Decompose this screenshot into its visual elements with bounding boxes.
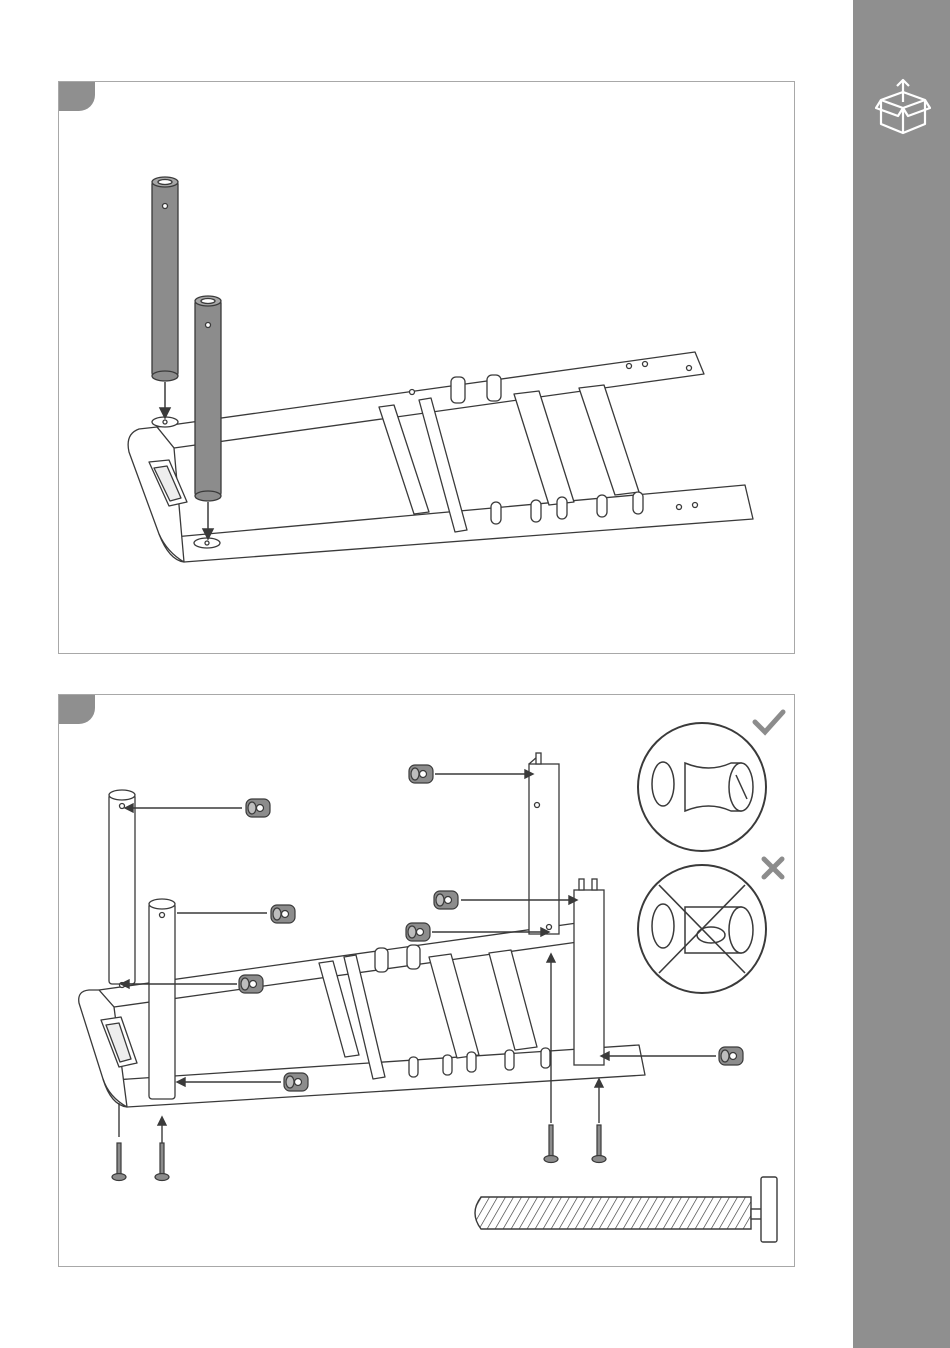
barrel-nut	[409, 765, 433, 783]
barrel-nut	[434, 891, 458, 909]
unpack-box-icon	[875, 78, 931, 136]
barrel-nut	[719, 1047, 743, 1065]
pin	[579, 879, 584, 890]
pin	[592, 879, 597, 890]
leg-tube	[149, 903, 175, 1099]
step-panel-2	[58, 694, 795, 1267]
rail-bracket	[487, 375, 501, 401]
bolt	[544, 1125, 558, 1163]
rail-slot	[409, 1057, 418, 1077]
leg-tube	[195, 300, 221, 496]
barrel-nut	[406, 923, 430, 941]
rail-slot	[467, 1052, 476, 1072]
rail-slot	[597, 495, 607, 517]
rail-slot	[491, 502, 501, 524]
barrel-nut	[284, 1073, 308, 1091]
bolt	[155, 1143, 169, 1181]
frame-legs-insert-illustration	[59, 82, 795, 654]
cross-slat	[514, 391, 574, 505]
checkmark-icon	[755, 712, 783, 732]
sidebar	[853, 0, 950, 1348]
cross-slat	[489, 950, 537, 1050]
cross-slat	[344, 955, 385, 1079]
barrel-nut	[271, 905, 295, 923]
leg-tube	[109, 794, 135, 984]
bolt	[592, 1125, 606, 1163]
leg-post	[574, 890, 604, 1065]
rail-slot	[541, 1048, 550, 1068]
barrel-nut	[246, 799, 270, 817]
bolt-detail	[475, 1177, 777, 1242]
leg-tube	[152, 181, 178, 376]
rail-slot	[557, 497, 567, 519]
cross-slat	[429, 954, 479, 1058]
cross-slat	[379, 405, 429, 514]
rail-slot	[531, 500, 541, 522]
rail-slot	[633, 492, 643, 514]
pin	[536, 753, 541, 764]
rail-slot	[505, 1050, 514, 1070]
rail-bracket	[451, 377, 465, 403]
cross-slat	[579, 385, 639, 495]
leg-post	[529, 764, 559, 934]
incorrect-callout	[638, 865, 766, 993]
barrel-nut	[239, 975, 263, 993]
correct-callout	[638, 723, 766, 851]
cross-icon	[764, 859, 782, 877]
rail-slot	[443, 1055, 452, 1075]
frame-bolts-illustration	[59, 695, 795, 1267]
step-panel-1	[58, 81, 795, 654]
rail-bracket	[375, 948, 388, 972]
bolt	[112, 1143, 126, 1181]
rail-bracket	[407, 945, 420, 969]
